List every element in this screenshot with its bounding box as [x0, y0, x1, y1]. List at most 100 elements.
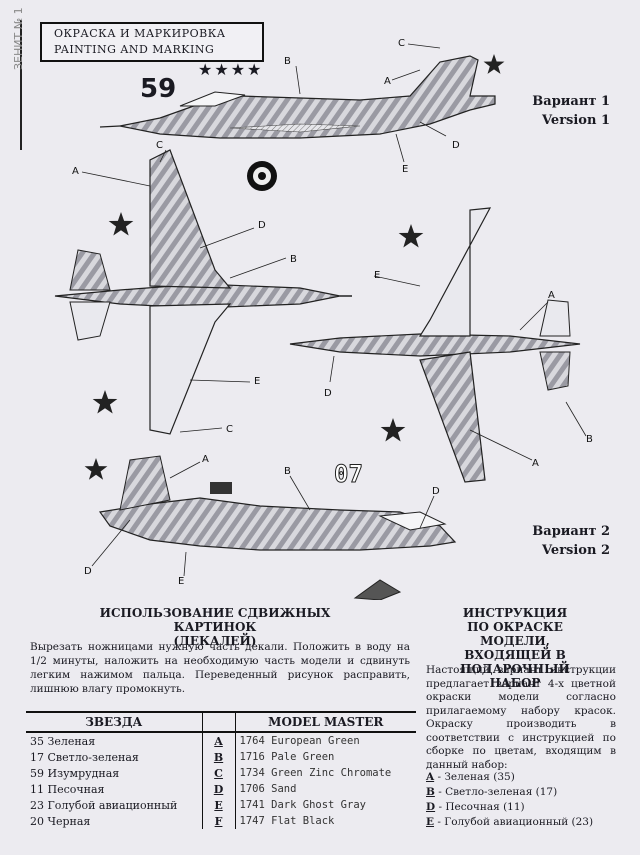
key-cell: F [201, 813, 236, 829]
version-1-en: Version 1 [542, 113, 610, 128]
star-marking [398, 224, 424, 248]
callout-labels: C B A D E A C D B E C E A D B A A B D D … [72, 38, 593, 587]
list-item-key: D [426, 801, 436, 813]
callout-b: B [284, 466, 291, 477]
aircraft-side-view-2 [98, 455, 457, 600]
star-marking [380, 418, 406, 442]
header-zvezda: ЗВЕЗДА [26, 711, 203, 733]
zvezda-cell: 59 Изумрудная [30, 766, 120, 780]
callout-b: B [284, 56, 291, 67]
callout-c: C [156, 140, 163, 151]
instructions-title: ИНСТРУКЦИЯ ПО ОКРАСКЕ МОДЕЛИ, ВХОДЯЩЕЙ В… [440, 606, 590, 690]
star-marking [92, 390, 118, 414]
model-master-cell: 1734 Green Zinc Chromate [239, 767, 392, 779]
instructions-title-line-4: ПОДАРОЧНЫЙ НАБОР [460, 662, 570, 690]
star-marking [108, 212, 134, 236]
instructions-title-line-3: ВХОДЯЩЕЙ В [464, 648, 566, 662]
list-item: E - Голубой авиационный (23) [426, 815, 593, 830]
zvezda-cell: 17 Светло-зеленая [30, 750, 139, 764]
aircraft-number-07: 07 [334, 460, 364, 489]
callout-a: A [532, 458, 539, 469]
key-cell: C [201, 765, 236, 781]
paint-table: ЗВЕЗДА MODEL MASTER 35 Зеленая A 1764 Eu… [26, 711, 416, 829]
table-row: 11 Песочная D 1706 Sand [26, 781, 416, 797]
callout-lines [81, 43, 587, 577]
list-item-key: B [426, 786, 435, 798]
version-2-label: Вариант 2 Version 2 [532, 522, 610, 560]
table-header-row: ЗВЕЗДА MODEL MASTER [26, 711, 416, 733]
callout-c: C [226, 424, 233, 435]
list-item-text: - Голубой авиационный (23) [434, 816, 594, 828]
left-border-line [20, 20, 40, 150]
header-title-en: PAINTING AND MARKING [54, 43, 215, 56]
header-key [201, 711, 236, 733]
aircraft-side-view-1 [99, 55, 496, 139]
callout-d: D [84, 566, 92, 577]
key-cell: B [201, 749, 236, 765]
instructions-title-line-2: ПО ОКРАСКЕ МОДЕЛИ, [467, 620, 563, 648]
decals-title-line-2: (ДЕКАЛЕЙ) [173, 634, 257, 648]
callout-d: D [452, 140, 460, 151]
instructions-color-list: A - Зеленая (35) B - Светло-зеленая (17)… [426, 770, 593, 830]
decals-title: ИСПОЛЬЗОВАНИЕ СДВИЖНЫХ КАРТИНОК (ДЕКАЛЕЙ… [70, 606, 360, 648]
key-cell: D [201, 781, 236, 797]
callout-a: A [384, 76, 391, 87]
star-row-marking: ★★★★ [198, 60, 264, 79]
callout-e: E [178, 576, 184, 587]
header-title-ru: ОКРАСКА И МАРКИРОВКА [54, 27, 226, 40]
table-row: 17 Светло-зеленая B 1716 Pale Green [26, 749, 416, 765]
header-box: ОКРАСКА И МАРКИРОВКА PAINTING AND MARKIN… [40, 22, 264, 62]
callout-d: D [324, 388, 332, 399]
list-item-key: E [426, 816, 435, 828]
decals-text: Вырезать ножницами нужную часть декали. … [30, 641, 410, 695]
list-item-text: - Светло-зеленая (17) [434, 786, 558, 798]
model-master-cell: 1716 Pale Green [239, 751, 335, 763]
list-item: A - Зеленая (35) [426, 770, 593, 785]
callout-e: E [254, 376, 260, 387]
list-item: D - Песочная (11) [426, 800, 593, 815]
callout-a: A [72, 166, 79, 177]
callout-b: B [586, 434, 593, 445]
zvezda-cell: 35 Зеленая [30, 734, 96, 748]
zvezda-cell: 20 Черная [30, 814, 91, 828]
flag-marking [210, 482, 232, 494]
callout-a: A [548, 290, 555, 301]
version-1-ru: Вариант 1 [532, 94, 610, 109]
table-row: 23 Голубой авиационный E 1741 Dark Ghost… [26, 797, 416, 813]
zvezda-cell: 11 Песочная [30, 782, 105, 796]
star-marking [84, 458, 108, 480]
callout-e: E [374, 270, 380, 281]
list-item: B - Светло-зеленая (17) [426, 785, 593, 800]
aircraft-drawings: C B A D E A C D B E C E A D B A A B D D … [54, 38, 593, 600]
aircraft-top-view-1 [54, 149, 352, 435]
model-master-cell: 1741 Dark Ghost Gray [239, 799, 366, 811]
header-model-master: MODEL MASTER [235, 711, 416, 733]
list-item-text: - Зеленая (35) [434, 771, 515, 783]
decals-title-line-1: ИСПОЛЬЗОВАНИЕ СДВИЖНЫХ КАРТИНОК [99, 606, 331, 634]
aircraft-bottom-view-1 [289, 207, 581, 483]
instructions-text: Настоящий вариант инструкции предлагает … [426, 664, 616, 771]
list-item-text: - Песочная (11) [435, 801, 525, 813]
model-master-cell: 1764 European Green [239, 735, 360, 747]
version-2-ru: Вариант 2 [532, 524, 610, 539]
model-master-cell: 1747 Flat Black [239, 815, 335, 827]
model-master-cell: 1706 Sand [239, 783, 297, 795]
guards-badge-icon [247, 161, 277, 191]
key-cell: E [201, 797, 236, 813]
list-item-key: A [426, 771, 435, 783]
callout-d: D [258, 220, 266, 231]
star-marking [483, 54, 505, 74]
version-2-en: Version 2 [542, 543, 610, 558]
callout-d: D [432, 486, 440, 497]
zvezda-cell: 23 Голубой авиационный [30, 798, 178, 812]
instructions-title-line-1: ИНСТРУКЦИЯ [462, 606, 568, 620]
table-row: 59 Изумрудная C 1734 Green Zinc Chromate [26, 765, 416, 781]
table-row: 35 Зеленая A 1764 European Green [26, 732, 416, 749]
callout-a: A [202, 454, 209, 465]
aircraft-number-59: 59 [140, 74, 177, 104]
key-cell: A [201, 732, 236, 749]
table-row: 20 Черная F 1747 Flat Black [26, 813, 416, 829]
version-1-label: Вариант 1 Version 1 [532, 92, 610, 130]
callout-e: E [402, 164, 408, 175]
